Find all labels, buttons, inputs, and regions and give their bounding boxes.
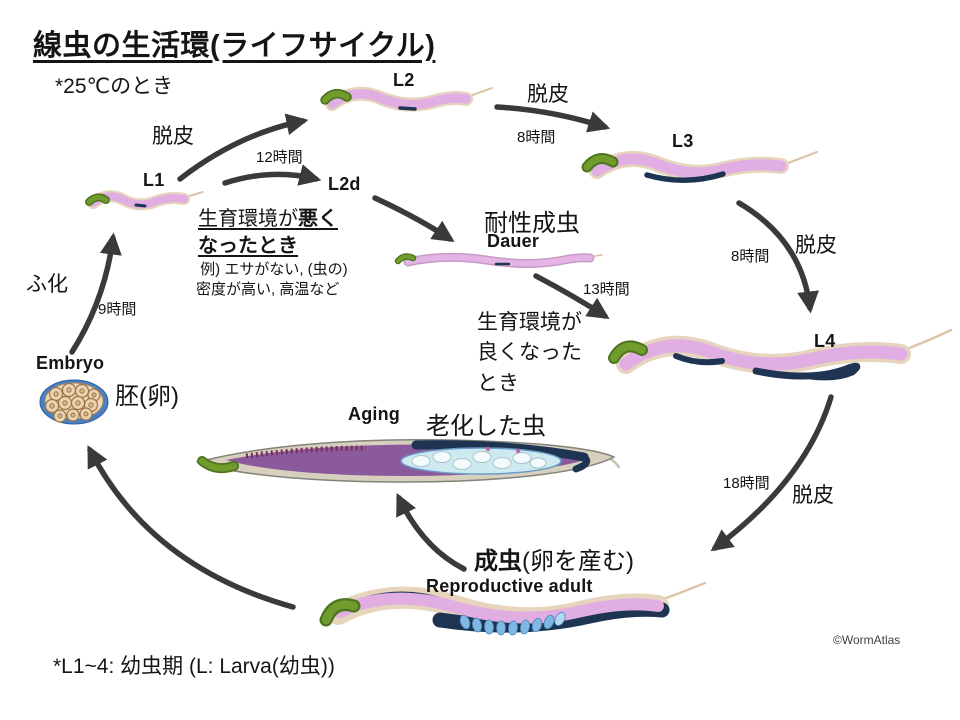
embryo-illustration: [39, 379, 109, 425]
dauer-worm-illustration: [394, 252, 603, 268]
temperature-note: *25℃のとき: [55, 75, 174, 98]
molt-l1-l2-label: 脱皮: [152, 125, 194, 148]
stage-label-embryo: Embryo: [36, 353, 105, 373]
larva-footnote: *L1~4: 幼虫期 (L: Larva(幼虫)): [53, 655, 335, 678]
bad-env-line1-bold: 悪く: [298, 208, 338, 230]
adult-jp-label: 成虫(卵を産む): [474, 541, 634, 576]
stage-label-l2d: L2d: [328, 174, 361, 194]
arrow-l2-to-l3: [494, 104, 611, 133]
stage-label-l4: L4: [814, 331, 836, 351]
arrow-embryo-to-l1: [69, 232, 122, 355]
stage-label-l2: L2: [393, 70, 415, 90]
embryo-jp-label: 胚(卵): [115, 383, 179, 410]
l2-worm-illustration: [320, 86, 493, 112]
adult-jp-bold: 成虫: [474, 548, 522, 575]
bad-environment-examples: 例) エサがない, (虫の)密度が高い, 高温など: [196, 261, 348, 298]
molt-l1-l2-duration: 12時間: [256, 149, 303, 166]
dauer-l4-duration: 13時間: [583, 281, 630, 298]
l1-worm-illustration: [85, 190, 204, 211]
adult-worm-illustration: [319, 581, 707, 636]
dauer-jp-label: 耐性成虫: [484, 210, 580, 237]
molt-l2-l3-duration: 8時間: [517, 129, 556, 146]
page-title: 線虫の生活環(ライフサイクル): [33, 30, 436, 62]
bad-env-line2-bold: なったとき: [198, 235, 298, 257]
stage-label-l3: L3: [672, 131, 694, 151]
l3-worm-illustration: [581, 150, 819, 183]
molt-l3-l4-label: 脱皮: [795, 234, 837, 257]
arrow-l2d-to-dauer: [372, 195, 455, 243]
molt-l3-l4-duration: 8時間: [731, 248, 770, 265]
l4-worm-illustration: [608, 328, 953, 381]
aging-worm-illustration: [195, 439, 621, 483]
aging-jp-label: 老化した虫: [426, 413, 546, 440]
stage-label-dauer: Dauer: [487, 231, 540, 251]
good-environment-note: 生育環境が 良くなった とき: [477, 311, 582, 395]
molt-l4-adult-label: 脱皮: [792, 484, 834, 507]
arrow-l1-to-l2d: [222, 164, 322, 186]
stage-label-l1: L1: [143, 170, 165, 190]
bad-environment-line2: なったとき: [198, 233, 338, 260]
stage-label-aging: Aging: [348, 404, 400, 424]
hatch-label: ふ化: [26, 273, 68, 296]
stage-label-adult: Reproductive adult: [426, 576, 593, 596]
adult-jp-note: (卵を産む): [522, 548, 634, 575]
molt-l2-l3-label: 脱皮: [527, 83, 569, 106]
hatch-duration: 9時間: [98, 301, 137, 318]
bad-environment-note: 生育環境が悪く なったとき: [198, 206, 338, 260]
bad-environment-line1: 生育環境が悪く: [198, 206, 338, 233]
arrow-adult-to-aging: [396, 493, 467, 572]
bad-env-line1-regular: 生育環境が: [198, 208, 298, 230]
molt-l4-adult-duration: 18時間: [723, 475, 770, 492]
wormatlas-credit: ©WormAtlas: [833, 633, 901, 647]
